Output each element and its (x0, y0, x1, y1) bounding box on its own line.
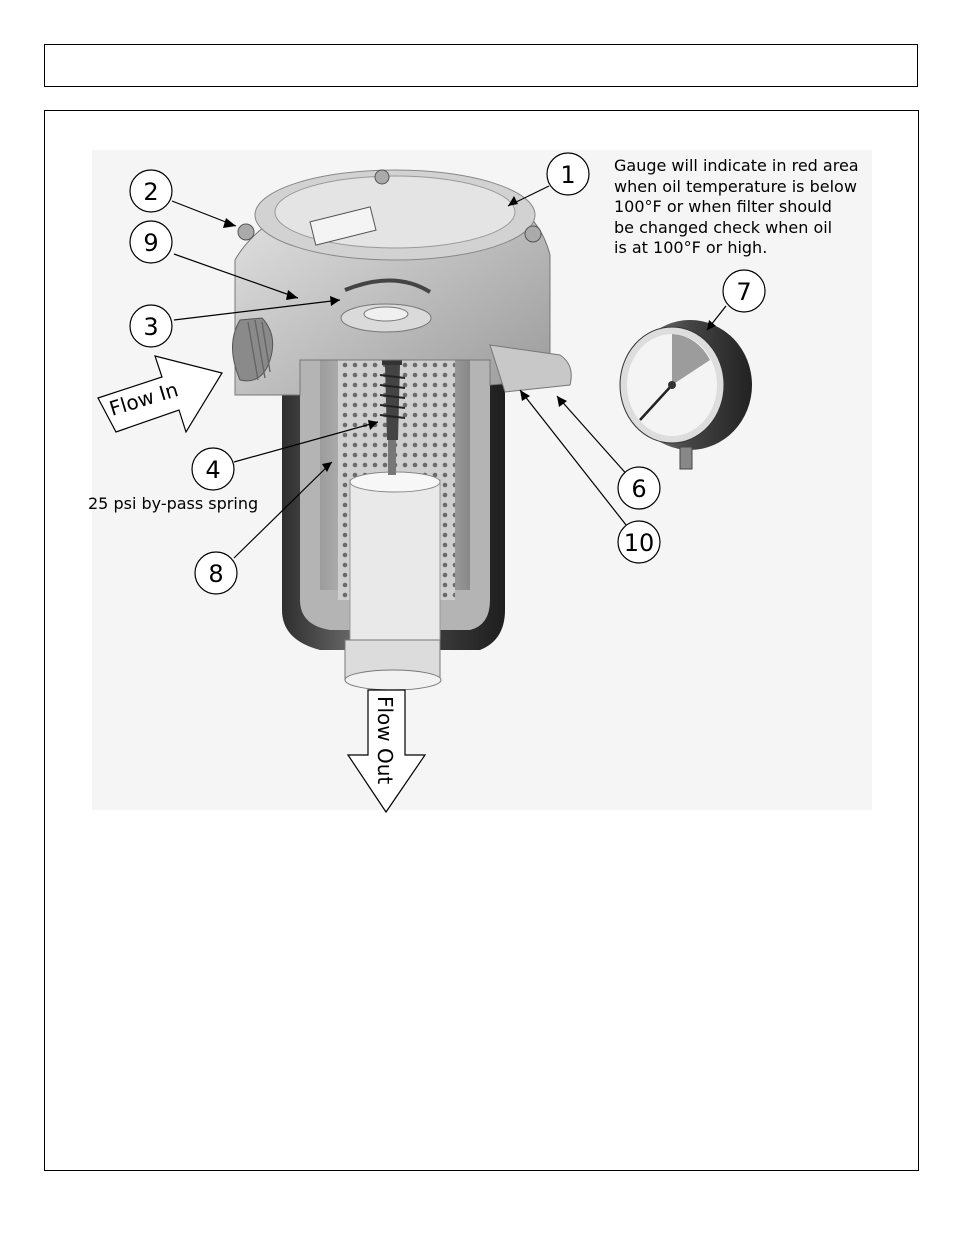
svg-text:9: 9 (143, 229, 158, 257)
callout-circles: 1 2 9 3 7 4 6 10 8 (129, 152, 766, 595)
main-content-box (44, 110, 919, 1171)
gauge-note: Gauge will indicate in red area when oil… (614, 156, 859, 257)
callout-3: 3 (129, 304, 173, 348)
svg-text:10: 10 (624, 529, 655, 557)
callout-1: 1 (546, 152, 590, 196)
spring-caption: 25 psi by-pass spring (88, 494, 259, 513)
svg-text:8: 8 (208, 560, 223, 588)
svg-text:4: 4 (205, 456, 220, 484)
callout-7: 7 (722, 269, 766, 313)
svg-text:1: 1 (560, 161, 575, 189)
svg-text:6: 6 (631, 475, 646, 503)
callout-2: 2 (129, 169, 173, 213)
arrowheads (223, 196, 716, 472)
callout-10: 10 (617, 520, 661, 564)
pressure-gauge (619, 320, 752, 470)
flow-out-arrow: Flow Out (346, 689, 427, 814)
filter-head (232, 169, 572, 396)
svg-text:2: 2 (143, 178, 158, 206)
header-box (44, 44, 918, 87)
svg-text:3: 3 (143, 313, 158, 341)
flow-out-label: Flow Out (373, 696, 397, 784)
filter-canister (282, 345, 505, 691)
callout-6: 6 (617, 466, 661, 510)
leader-lines (171, 185, 727, 559)
svg-text:7: 7 (736, 278, 751, 306)
callout-9: 9 (129, 220, 173, 264)
callout-4: 4 (191, 447, 235, 491)
callout-8: 8 (194, 551, 238, 595)
